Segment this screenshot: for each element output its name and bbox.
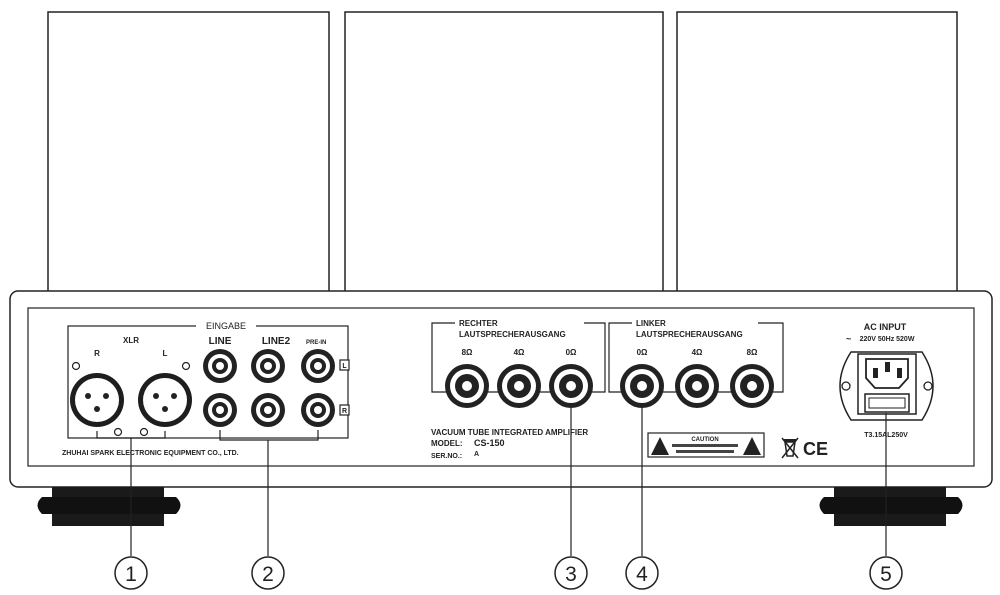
rca-pre-in-l[interactable] — [301, 349, 335, 383]
channel-r-marker — [339, 404, 350, 416]
ac-input-title: AC INPUT — [864, 322, 907, 332]
model-value: CS-150 — [474, 438, 505, 448]
manufacturer-text: ZHUHAI SPARK ELECTRONIC EQUIPMENT CO., L… — [62, 450, 239, 457]
rca-line-r[interactable] — [203, 393, 237, 427]
callout-5: 5 — [869, 556, 903, 590]
rca-line2-r[interactable] — [251, 393, 285, 427]
transformer-cover-right — [676, 11, 958, 309]
xlr-connector-left[interactable] — [138, 361, 192, 437]
ce-mark: CE — [803, 439, 828, 459]
foot-right — [819, 487, 963, 526]
xlr-l-label: L — [163, 349, 168, 358]
right-terminal-4ohm[interactable] — [497, 364, 541, 408]
right-speaker-line1: RECHTER — [459, 319, 498, 328]
left-terminal-0ohm[interactable] — [620, 364, 664, 408]
rca-pre-in-r[interactable] — [301, 393, 335, 427]
left-speaker-line1: LINKER — [636, 319, 666, 328]
serial-value: A — [474, 451, 479, 458]
pre-in-label: PRE-IN — [306, 340, 326, 346]
channel-l-label: L — [342, 363, 347, 370]
left-tap-4ohm: 4Ω — [692, 348, 703, 357]
callout-4: 4 — [625, 556, 659, 590]
xlr-label: XLR — [123, 336, 139, 345]
left-tap-0ohm: 0Ω — [637, 348, 648, 357]
callout-4-number: 4 — [636, 563, 648, 586]
callout-1: 1 — [114, 556, 148, 590]
right-terminal-0ohm[interactable] — [549, 364, 593, 408]
left-terminal-4ohm[interactable] — [675, 364, 719, 408]
callout-5-number: 5 — [880, 563, 892, 586]
right-tap-0ohm: 0Ω — [566, 348, 577, 357]
right-speaker-line2: LAUTSPRECHERAUSGANG — [459, 330, 566, 339]
input-group-label: EINGABE — [206, 321, 246, 331]
callout-2: 2 — [251, 556, 285, 590]
right-terminal-8ohm[interactable] — [445, 364, 489, 408]
transformer-cover-center — [344, 11, 664, 309]
callout-3-number: 3 — [565, 563, 577, 586]
caution-label: CAUTION — [647, 432, 765, 458]
model-label: MODEL: — [431, 439, 463, 448]
callout-3: 3 — [554, 556, 588, 590]
left-tap-8ohm: 8Ω — [747, 348, 758, 357]
line-label: LINE — [209, 336, 232, 347]
product-description: VACUUM TUBE INTEGRATED AMPLIFIER — [431, 428, 588, 437]
callout-2-number: 2 — [262, 563, 274, 586]
channel-r-label: R — [342, 408, 347, 415]
serial-label: SER.NO.: — [431, 453, 462, 460]
weee-bin-icon — [781, 437, 799, 459]
channel-l-marker — [339, 359, 350, 371]
xlr-r-label: R — [94, 349, 100, 358]
callout-leaders — [96, 408, 887, 556]
line2-label: LINE2 — [262, 336, 291, 347]
xlr-connector-right[interactable] — [70, 361, 124, 437]
callout-1-number: 1 — [125, 563, 137, 586]
caution-text: CAUTION — [691, 437, 718, 443]
transformer-cover-left — [47, 11, 330, 309]
ac-input-spec: 220V 50Hz 520W — [860, 336, 915, 343]
iec-power-socket[interactable] — [839, 351, 934, 421]
right-tap-4ohm: 4Ω — [514, 348, 525, 357]
rca-line-l[interactable] — [203, 349, 237, 383]
ac-symbol: ~ — [846, 334, 851, 344]
left-speaker-line2: LAUTSPRECHERAUSGANG — [636, 330, 743, 339]
left-terminal-8ohm[interactable] — [730, 364, 774, 408]
right-tap-8ohm: 8Ω — [462, 348, 473, 357]
rca-line2-l[interactable] — [251, 349, 285, 383]
foot-left — [37, 487, 181, 526]
